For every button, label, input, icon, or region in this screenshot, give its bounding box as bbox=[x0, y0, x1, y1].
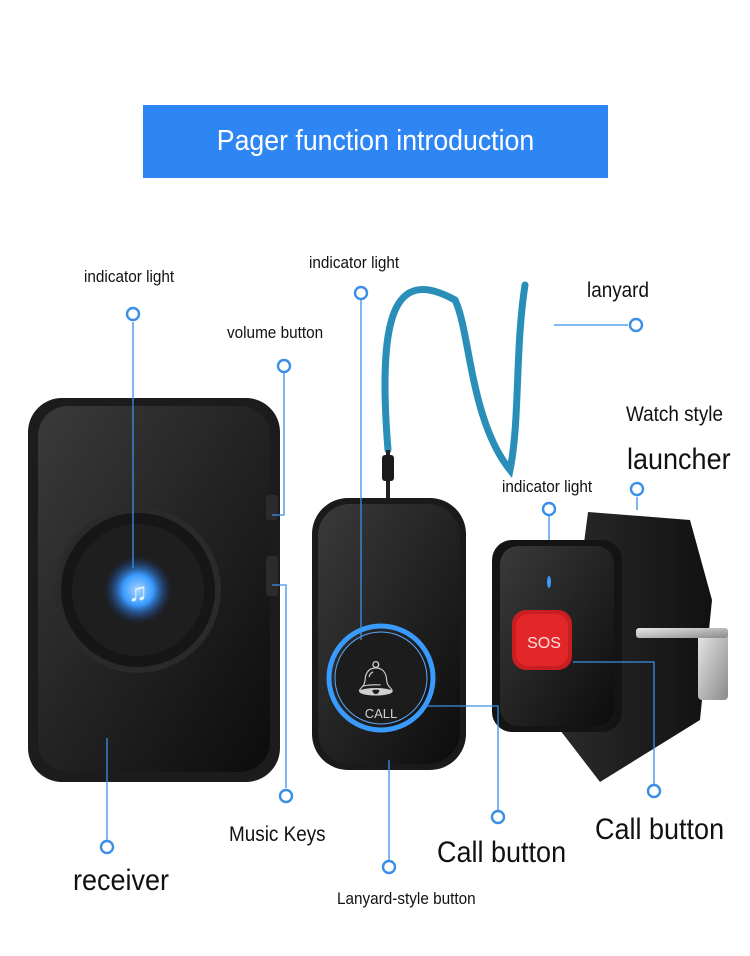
volume-button-label: volume button bbox=[227, 323, 324, 342]
callout-lines bbox=[106, 300, 655, 860]
music-keys-label: Music Keys bbox=[229, 823, 326, 846]
watch-call-button-label: Call button bbox=[595, 813, 725, 846]
receiver-device bbox=[28, 398, 280, 782]
lanyard-button-device bbox=[312, 498, 466, 770]
banner-title: Pager function introduction bbox=[216, 125, 535, 157]
lanyard-call-button-label: Call button bbox=[437, 836, 567, 869]
call-key-text: CALL bbox=[365, 706, 398, 721]
lanyard-label: lanyard bbox=[587, 279, 650, 302]
bell-icon: 🔔︎ bbox=[354, 660, 397, 698]
watch-indicator-label: indicator light bbox=[502, 477, 593, 496]
watch-style-label: Watch style bbox=[626, 403, 723, 426]
sos-key-text: SOS bbox=[527, 635, 561, 652]
lanyard-indicator-label: indicator light bbox=[309, 253, 400, 272]
title-banner: Pager function introduction bbox=[143, 105, 608, 178]
music-note-icon: ♫ bbox=[128, 577, 148, 607]
launcher-label: launcher bbox=[627, 443, 731, 476]
watch-launcher-device bbox=[492, 512, 728, 782]
receiver-indicator-label: indicator light bbox=[84, 267, 175, 286]
callout-dots bbox=[99, 285, 662, 875]
lanyard-cord bbox=[381, 281, 529, 500]
lanyard-style-button-label: Lanyard-style button bbox=[337, 889, 476, 908]
receiver-label: receiver bbox=[73, 864, 170, 897]
